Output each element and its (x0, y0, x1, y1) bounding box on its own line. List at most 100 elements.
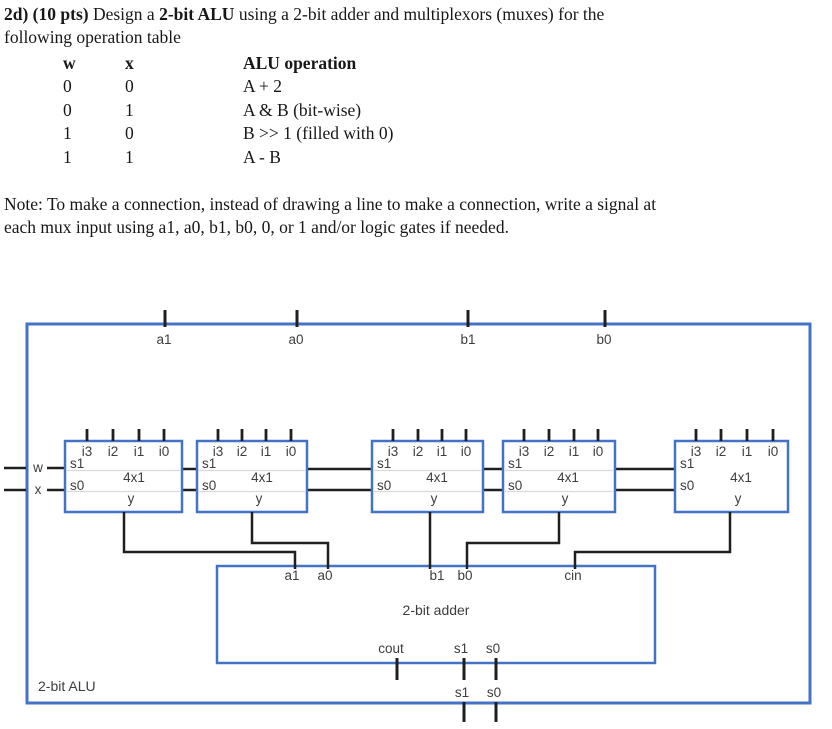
note-line-1: Note: To make a connection, instead of d… (4, 194, 657, 214)
table-row: 1 0 B >> 1 (filled with 0) (63, 122, 394, 145)
mux-box (63, 439, 184, 514)
mux-label-i0: i0 (461, 444, 472, 459)
table-row: 1 1 A - B (63, 146, 394, 169)
mux-label-s1: s1 (508, 456, 522, 471)
table-row: 0 1 A & B (bit-wise) (63, 99, 394, 122)
mux-label-i3: i3 (519, 444, 530, 459)
adder-input-label-b1: b1 (429, 568, 444, 583)
adder-input-label-a0: a0 (317, 568, 332, 583)
wire-mux4-to-adder-b0 (465, 512, 561, 569)
cell-x: 0 (125, 123, 134, 144)
problem-statement: 2d) (10 pts) Design a 2-bit ALU using a … (4, 3, 824, 50)
mux-label-type: 4x1 (426, 470, 448, 485)
mux-label-s1: s1 (70, 456, 84, 471)
problem-line-2: following operation table (4, 27, 181, 48)
input-label-b0: b0 (596, 332, 611, 347)
mux-label-s1: s1 (202, 456, 216, 471)
adder-input-label-a1: a1 (284, 568, 299, 583)
alu-output-label-s0: s0 (487, 685, 501, 700)
problem-text-2: using a 2-bit adder and multiplexors (mu… (234, 4, 605, 24)
cell-x: 1 (125, 99, 134, 120)
problem-number: 2d) (10 pts) (4, 4, 89, 24)
mux-label-i2: i2 (237, 444, 248, 459)
mux-label-i1: i1 (134, 444, 145, 459)
mux-label-i2: i2 (716, 444, 727, 459)
mux-label-type: 4x1 (123, 470, 145, 485)
mux-label-y: y (256, 491, 263, 506)
col-header-operation: ALU operation (243, 53, 357, 73)
mux-label-i1: i1 (437, 444, 448, 459)
adder-box (215, 564, 657, 665)
mux-4: i3 i2 i1 i0 s1 s0 4x1 y (501, 429, 617, 514)
col-header-w: w (63, 53, 76, 73)
col-header-x: x (125, 53, 134, 73)
cell-op: A & B (bit-wise) (243, 99, 362, 120)
operation-table: w x ALU operation 0 0 A + 2 0 1 A & B (b… (63, 52, 394, 169)
mux-label-y: y (431, 491, 438, 506)
mux-box (673, 439, 790, 514)
mux-label-y: y (735, 491, 742, 506)
mux-label-i0: i0 (159, 444, 170, 459)
mux-label-y: y (562, 491, 569, 506)
cell-op: A - B (243, 146, 281, 167)
cell-w: 1 (63, 123, 72, 144)
mux-5: i3 i2 i1 i0 s1 s0 4x1 y (673, 429, 790, 514)
cell-x: 0 (125, 76, 134, 97)
mux-label-i3: i3 (82, 444, 93, 459)
mux-label-i2: i2 (544, 444, 555, 459)
mux-label-i2: i2 (413, 444, 424, 459)
adder-title: 2-bit adder (403, 602, 470, 618)
mux-label-i0: i0 (768, 444, 779, 459)
mux-label-i1: i1 (569, 444, 580, 459)
control-label-w: w (32, 460, 43, 475)
problem-line-1: 2d) (10 pts) Design a 2-bit ALU using a … (4, 3, 824, 26)
adder-output-label-s1: s1 (454, 641, 468, 656)
adder-output-label-s0: s0 (486, 641, 500, 656)
problem-text-1: Design a (88, 4, 160, 24)
mux-box (501, 439, 617, 514)
mux-label-y: y (128, 491, 135, 506)
mux-label-i1: i1 (261, 444, 272, 459)
mux-label-i3: i3 (691, 444, 702, 459)
alu-output-label-s1: s1 (455, 685, 469, 700)
mux-label-s0: s0 (680, 478, 694, 493)
adder-output-label-cout: cout (378, 641, 404, 656)
wire-mux2-to-adder-a0 (250, 512, 330, 569)
input-label-a1: a1 (156, 332, 171, 347)
cell-op: B >> 1 (filled with 0) (243, 123, 394, 144)
mux-label-type: 4x1 (730, 470, 752, 485)
mux-label-i0: i0 (286, 444, 297, 459)
note: Note: To make a connection, instead of d… (4, 193, 828, 240)
cell-op: A + 2 (243, 76, 283, 97)
cell-w: 0 (63, 76, 72, 97)
table-row: 0 0 A + 2 (63, 75, 394, 98)
mux-label-i0: i0 (593, 444, 604, 459)
mux-label-s1: s1 (377, 456, 391, 471)
input-label-b1: b1 (460, 332, 475, 347)
mux-3: i3 i2 i1 i0 s1 s0 4x1 y (370, 429, 485, 514)
mux-label-type: 4x1 (557, 470, 579, 485)
control-label-x: x (35, 482, 42, 497)
mux-label-i1: i1 (742, 444, 753, 459)
mux-label-type: 4x1 (251, 470, 273, 485)
mux-label-i3: i3 (388, 444, 399, 459)
cell-w: 1 (63, 146, 72, 167)
mux-label-s0: s0 (70, 478, 84, 493)
table-header-row: w x ALU operation (63, 52, 394, 75)
mux-label-s1: s1 (680, 456, 694, 471)
mux-label-i2: i2 (108, 444, 119, 459)
mux-label-s0: s0 (377, 478, 391, 493)
cell-w: 0 (63, 99, 72, 120)
mux-label-i3: i3 (213, 444, 224, 459)
mux-2: i3 i2 i1 i0 s1 s0 4x1 y (195, 429, 309, 514)
wire-mux5-to-adder-cin (573, 512, 732, 569)
mux-label-s0: s0 (202, 478, 216, 493)
note-line-2: each mux input using a1, a0, b1, b0, 0, … (4, 217, 509, 238)
wire-mux1-to-adder-a1 (122, 512, 297, 569)
mux-box (370, 439, 485, 514)
adder-input-label-cin: cin (564, 568, 581, 583)
adder-input-label-b0: b0 (457, 568, 472, 583)
mux-label-s0: s0 (508, 478, 522, 493)
